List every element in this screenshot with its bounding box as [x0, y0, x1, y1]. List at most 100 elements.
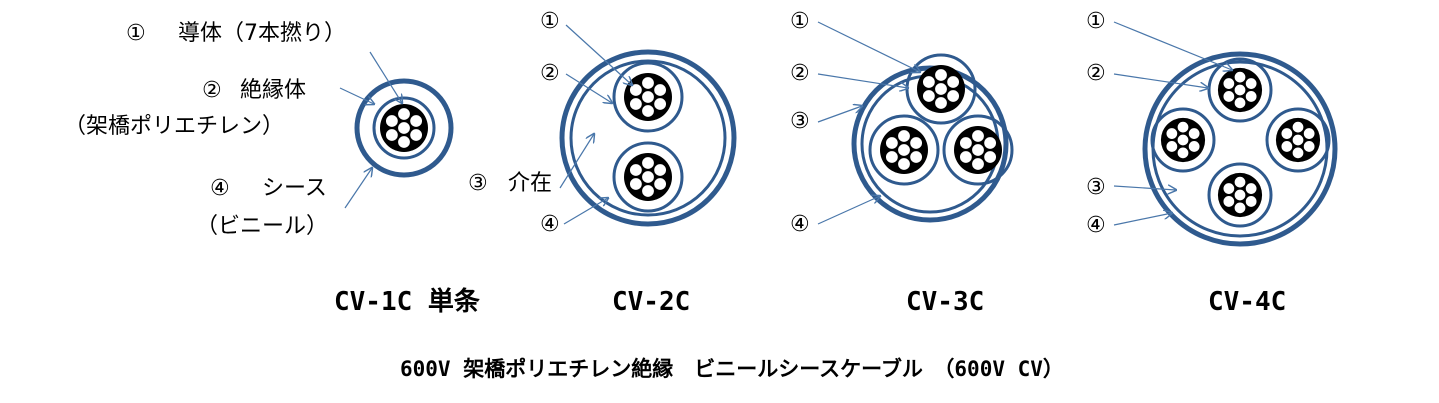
label-sheath-material: （ビニール） [196, 214, 328, 239]
cv-2c-cable [559, 49, 737, 227]
wire-strand [970, 128, 986, 144]
marker-1: ① [126, 21, 146, 46]
conductor-7-strand [880, 126, 928, 174]
wire-strand [1302, 139, 1316, 154]
caption-cv-4c: CV-4C [1208, 287, 1286, 317]
cv-3c-core-2 [868, 114, 940, 186]
cv-3c-marker-4: ④ [790, 212, 810, 237]
wire-strand [1291, 133, 1305, 147]
wire-strand [640, 75, 656, 91]
wire-strand [640, 169, 656, 185]
wire-strand [921, 74, 936, 90]
wire-strand [933, 81, 949, 97]
wire-strand [1187, 139, 1201, 154]
cv-4c-marker-1: ① [1086, 9, 1106, 34]
wire-strand [909, 135, 924, 151]
cv-1c-cable [354, 78, 454, 178]
leader-3c-insulation [817, 73, 908, 88]
wire-strand [1233, 201, 1247, 215]
conductor-7-strand [917, 65, 965, 113]
wire-strand [1244, 89, 1258, 104]
leader-2c-filler [559, 134, 594, 189]
wire-strand [409, 127, 424, 143]
conductor-7-strand [380, 104, 428, 152]
cv-4c-marker-3: ③ [1086, 175, 1106, 200]
wire-strand [946, 88, 961, 104]
cv-4c-marker-2: ② [1086, 61, 1106, 86]
cv-4c-marker-4: ④ [1086, 213, 1106, 238]
leader-1c-sheath [344, 168, 372, 209]
wire-strand [896, 142, 912, 158]
label-filler: 介在 [508, 171, 552, 196]
wire-strand [970, 156, 986, 172]
cv-4c-sheath [1142, 51, 1338, 247]
leader-1c-conductor [369, 51, 402, 103]
wire-strand [946, 74, 961, 90]
wire-strand [409, 113, 424, 129]
label-sheath: シース [262, 176, 327, 201]
wire-strand [1233, 70, 1247, 84]
wire-strand [933, 95, 949, 111]
wire-strand [1244, 76, 1258, 91]
wire-strand [1165, 139, 1179, 154]
conductor-7-strand [954, 126, 1002, 174]
wire-strand [628, 82, 643, 98]
leader-2c-insulation [565, 73, 612, 103]
cv-4c-core-2 [1150, 107, 1216, 173]
wire-strand [653, 82, 668, 98]
wire-strand [1244, 181, 1258, 196]
leader-2c-conductor [565, 24, 632, 85]
cv-2c-filler [569, 59, 727, 217]
cv-2c-marker-3: ③ [468, 171, 488, 196]
wire-strand [1222, 194, 1236, 209]
label-insulation-material: （架橋ポリエチレン） [64, 114, 284, 139]
conductor-7-strand [1217, 67, 1263, 113]
wire-strand [396, 106, 412, 122]
cv-2c-sheath [559, 49, 737, 227]
wire-strand [896, 128, 912, 144]
wire-strand [958, 149, 973, 165]
leader-4c-insulation [1113, 73, 1208, 88]
cv-4c-core-4 [1207, 162, 1273, 228]
wire-strand [640, 155, 656, 171]
leader-4c-conductor [1113, 21, 1232, 70]
wire-strand [1233, 175, 1247, 189]
leader-2c-sheath [563, 198, 608, 225]
wire-strand [1222, 76, 1236, 91]
wire-strand [884, 149, 899, 165]
wire-strand [1244, 194, 1258, 209]
conductor-7-strand [1160, 117, 1206, 163]
leader-1c-insulation [339, 87, 374, 104]
wire-strand [921, 88, 936, 104]
caption-cv-1c: CV-1C 単条 [334, 287, 481, 317]
wire-strand [958, 135, 973, 151]
wire-strand [983, 149, 998, 165]
wire-strand [653, 162, 668, 178]
wire-strand [384, 127, 399, 143]
cv-2c-marker-1: ① [540, 9, 560, 34]
caption-cv-3c: CV-3C [906, 287, 984, 317]
wire-strand [1187, 126, 1201, 141]
conductor-7-strand [624, 153, 672, 201]
diagram-title: 600V 架橋ポリエチレン絶縁 ビニールシースケーブル （600V CV） [400, 357, 1064, 381]
cv-2c-marker-2: ② [540, 61, 560, 86]
label-insulation: 絶縁体 [240, 78, 306, 103]
wire-strand [653, 176, 668, 192]
wire-strand [884, 135, 899, 151]
wire-strand [1233, 188, 1247, 202]
cv-3c-cable [851, 53, 1014, 223]
wire-strand [384, 113, 399, 129]
wire-strand [970, 142, 986, 158]
cv-3c-marker-2: ② [790, 61, 810, 86]
cv-4c-cable [1142, 51, 1338, 247]
wire-strand [1222, 89, 1236, 104]
wire-strand [628, 176, 643, 192]
wire-strand [628, 162, 643, 178]
cv-2c-core-2 [612, 141, 684, 213]
caption-cv-2c: CV-2C [612, 287, 690, 317]
wire-strand [640, 89, 656, 105]
wire-strand [1233, 83, 1247, 97]
wire-strand [640, 103, 656, 119]
wire-strand [1222, 181, 1236, 196]
